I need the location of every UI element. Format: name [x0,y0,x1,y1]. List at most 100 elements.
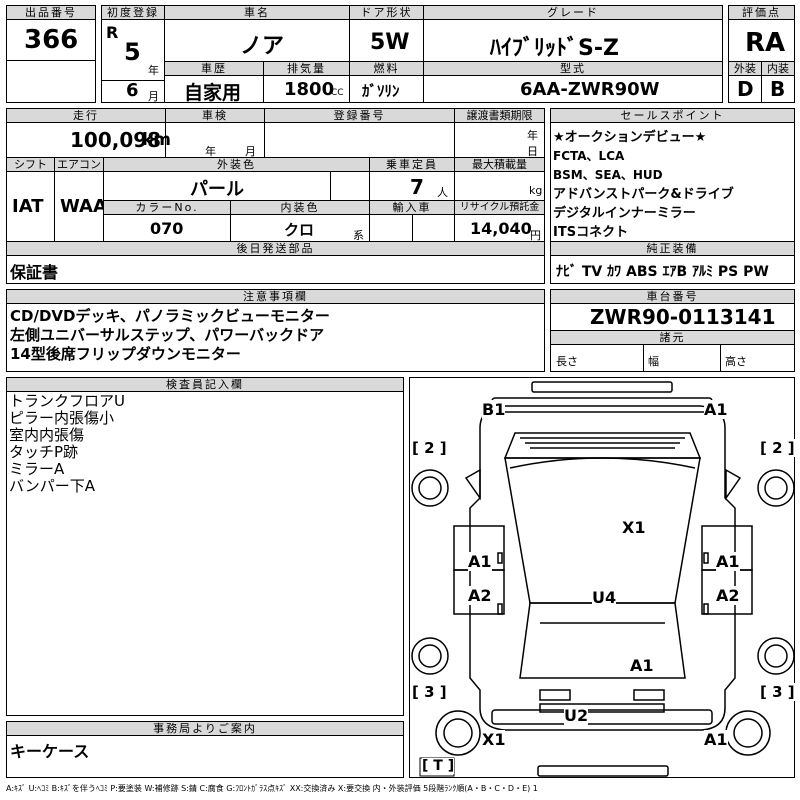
mark-left-door-rear: A2 [468,586,492,605]
later-parts-box [6,255,545,284]
sales-point-header: セールスポイント [550,108,795,123]
inspector-box [6,391,404,716]
notes-header: 注意事項欄 [6,289,545,304]
import-divider [412,214,413,242]
aircon-header: エアコン [54,157,104,172]
aircon-value: WAA [60,196,107,217]
year-value: 5 [124,38,141,66]
genuine-item: ABS [626,264,658,280]
ext-color-header: 外装色 [103,157,370,172]
later-parts-value: 保証書 [10,263,59,282]
shift-header: シフト [6,157,55,172]
later-parts-header: 後日発送部品 [6,241,545,256]
door-header: ドア形状 [349,5,424,20]
kg-unit: kg [529,184,543,197]
person-unit: 人 [437,186,448,199]
int-box [761,75,795,103]
office-header: 事務局よりご案内 [6,721,404,736]
int-color-header: 内装色 [230,200,370,215]
lot-no-header: 出品番号 [6,5,96,20]
transfer-day-unit: 日 [527,145,538,158]
sales-point-item: BSM、SEA、HUD [553,168,663,182]
chassis-value: ZWR90-0113141 [590,305,776,329]
specs-divider-2 [720,344,721,372]
car-outline [411,381,795,777]
mileage-header: 走行 [6,108,166,123]
notes-list: CD/DVDデッキ、パノラミックビューモニター 左側ユニバーサルステップ、パワー… [10,307,330,364]
inspector-list: トランクフロアU ピラー内張傷小 室内内張傷 タッチP跡 ミラーA バンパー下A [9,393,125,495]
genuine-item: ｱﾙﾐ [692,264,714,280]
int-header: 内装 [761,61,795,76]
genuine-item: ｴｱB [662,264,688,280]
mark-rear-bumper: U2 [564,706,589,725]
mark-front-right: A1 [704,400,728,419]
max-load-header: 最大積載量 [454,157,545,172]
transfer-year-unit: 年 [527,129,538,142]
mark-right-count: [ 2 ] [760,439,795,457]
genuine-item: PW [743,264,769,280]
specs-box [550,344,795,372]
door-value: 5W [370,30,410,55]
import-header: 輸入車 [369,200,455,215]
reg-no-header: 登録番号 [264,108,455,123]
insp-month-unit: 月 [245,145,256,158]
recycle-value: 14,040 [470,219,532,238]
transfer-header: 譲渡書類期限 [454,108,545,123]
displacement-value: 1800 [284,79,335,100]
legend-text: A:ｷｽﾞ U:ﾍｺﾐ B:ｷｽﾞを伴うﾍｺﾐ P:要塗装 W:補修跡 S:錆 … [6,784,538,793]
capacity-value: 7 [410,175,424,199]
mark-front-left: B1 [482,400,506,419]
insp-year-unit: 年 [205,145,216,158]
inspector-header: 検査員記入欄 [6,377,404,392]
notes-box [6,303,545,372]
inspector-item: ミラーA [9,460,65,478]
rating-value: RA [745,28,786,58]
model-code-value: 6AA-ZWR90W [520,79,660,100]
model-code-box [423,75,723,103]
int-value: B [770,77,786,101]
mark-right-door-rear: A2 [716,586,740,605]
displacement-header: 排気量 [263,61,350,76]
genuine-box [550,255,795,284]
km-unit: km [142,130,172,150]
mark-rear-panel: A1 [630,656,654,675]
fuel-header: 燃料 [349,61,424,76]
mark-left-count-rear: [ 3 ] [412,683,447,701]
first-reg-header: 初度登録 [101,5,165,20]
sys-unit: 系 [353,229,364,242]
mileage-value: 100,098 [70,128,162,152]
mark-right-door-front: A1 [716,552,740,571]
mark-tail: [ T ] [422,758,455,774]
note-item: 左側ユニバーサルステップ、パワーバックドア [10,326,325,344]
rating-header: 評価点 [728,5,795,20]
ext-color-divider [330,171,331,201]
ext-color-value: パール [190,179,244,200]
length-label: 長さ [556,355,578,368]
inspector-item: ピラー内張傷小 [9,409,115,427]
history-header: 車歴 [164,61,264,76]
car-name-value: ノア [240,34,285,59]
inspection-header: 車検 [165,108,265,123]
genuine-item: ｶﾜ [607,264,622,280]
genuine-header: 純正装備 [550,241,795,256]
grade-header: グレード [423,5,723,20]
mark-right-count-rear: [ 3 ] [760,683,795,701]
inspector-item: 室内内張傷 [9,426,85,444]
recycle-header: リサイクル預託金 [454,200,545,215]
ext-value: D [737,77,754,101]
mark-left-door-front: A1 [468,552,492,571]
office-box [6,735,404,778]
cc-unit: CC [331,88,344,98]
inspector-item: タッチP跡 [9,443,79,461]
grade-value: ﾊｲﾌﾞﾘｯﾄﾞS-Z [490,36,619,61]
year-unit: 年 [148,64,159,77]
mark-floor: U4 [592,588,617,607]
mark-rear-left: X1 [482,730,506,749]
genuine-item: PS [717,264,739,280]
inspector-item: トランクフロアU [9,392,125,410]
car-diagram: B1 A1 [ 2 ] [ 2 ] X1 A1 A1 A2 A2 U4 A1 [… [409,377,795,778]
chassis-header: 車台番号 [550,289,795,304]
capacity-header: 乗車定員 [369,157,455,172]
lot-no-blank [6,60,96,103]
genuine-list: ﾅﾋﾞ TV ｶﾜ ABS ｴｱB ｱﾙﾐ PS PW [556,261,769,281]
